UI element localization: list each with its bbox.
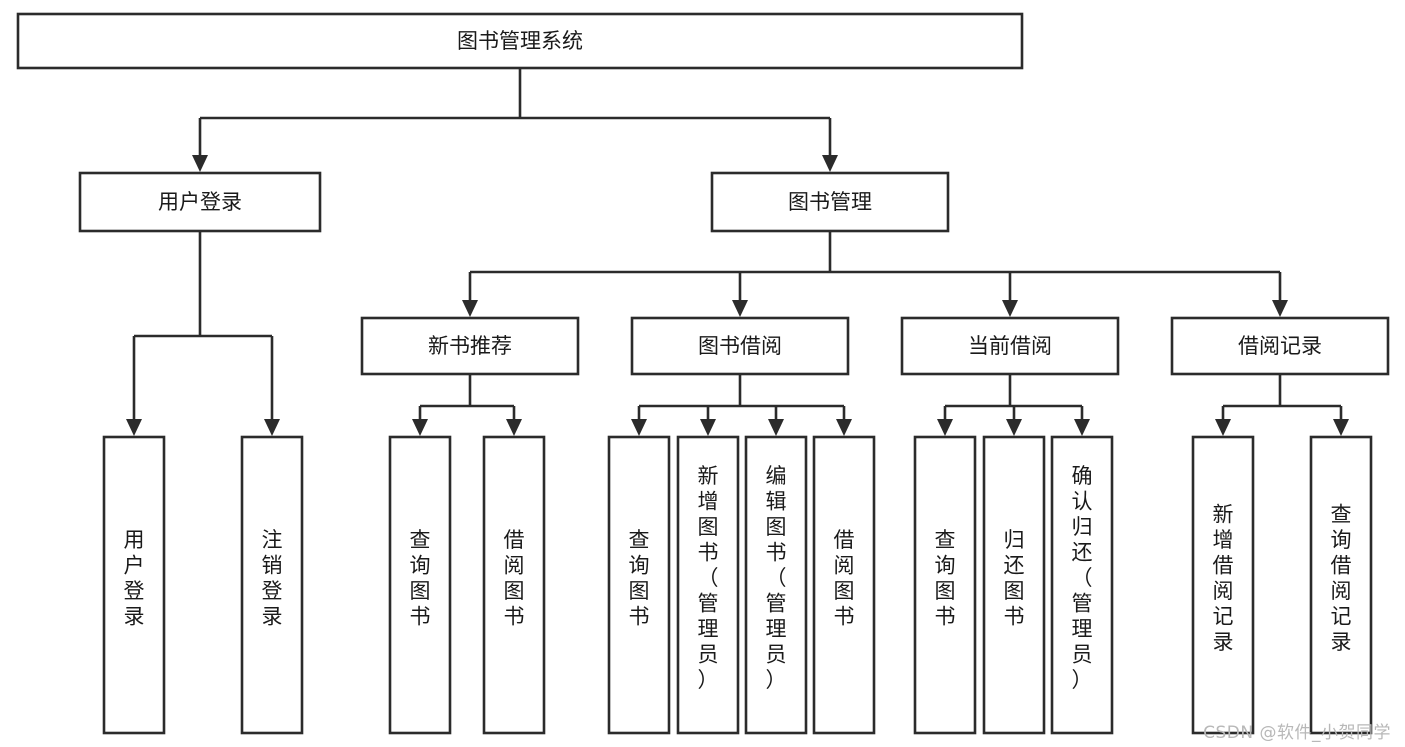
node-new-book-recommend[interactable]: 新书推荐 [360,316,580,376]
node-leaf-query-borrow-record[interactable]: 查询借阅记录 [1309,435,1373,735]
node-label-new-book-recommend: 新书推荐 [428,334,512,358]
node-box-book-borrow [630,316,850,376]
node-borrow-record[interactable]: 借阅记录 [1170,316,1390,376]
arrow-head-icon [126,419,142,436]
arrow-head-icon [1006,419,1022,436]
arrow-head-icon [264,419,280,436]
connector-group-book-manage [462,231,1288,317]
node-label-leaf-logout-login: 注销登录 [262,528,283,629]
node-box-borrow-record [1170,316,1390,376]
node-label-leaf-query-book-borrow: 查询图书 [629,528,650,629]
node-label-borrow-record: 借阅记录 [1238,334,1322,358]
node-box-leaf-user-login [102,435,166,735]
node-boxes: 图书管理系统用户登录图书管理新书推荐图书借阅当前借阅借阅记录用户登录注销登录查询… [16,12,1390,735]
node-box-leaf-borrow-book [812,435,876,735]
node-label-leaf-borrow-book: 借阅图书 [834,528,855,629]
node-label-leaf-edit-book-admin: 编辑图书（管理员） [766,464,787,692]
node-label-leaf-confirm-return-admin: 确认归还（管理员） [1072,464,1093,692]
node-leaf-confirm-return-admin[interactable]: 确认归还（管理员） [1050,435,1114,735]
node-label-leaf-query-book-recommend: 查询图书 [410,528,431,629]
node-leaf-query-book-current[interactable]: 查询图书 [913,435,977,735]
node-leaf-borrow-book-recommend[interactable]: 借阅图书 [482,435,546,735]
node-label-leaf-query-borrow-record: 查询借阅记录 [1331,502,1352,654]
node-box-leaf-logout-login [240,435,304,735]
node-leaf-query-book-recommend[interactable]: 查询图书 [388,435,452,735]
connector-group-root [192,68,838,172]
node-box-user-login [78,171,322,233]
arrow-head-icon [1272,300,1288,317]
node-label-book-manage: 图书管理 [788,190,872,214]
connector-group-new-book-recommend [412,374,522,436]
node-label-root: 图书管理系统 [457,29,583,53]
node-user-login[interactable]: 用户登录 [78,171,322,233]
node-box-root [16,12,1024,70]
connector-group-user-login [126,231,280,436]
node-leaf-add-book-admin[interactable]: 新增图书（管理员） [676,435,740,735]
arrow-head-icon [506,419,522,436]
arrow-head-icon [631,419,647,436]
node-box-leaf-query-book-recommend [388,435,452,735]
connector-group-current-borrow [937,374,1090,436]
node-label-book-borrow: 图书借阅 [698,334,782,358]
node-box-leaf-add-borrow-record [1191,435,1255,735]
node-label-user-login: 用户登录 [158,190,242,214]
node-box-current-borrow [900,316,1120,376]
node-box-book-manage [710,171,950,233]
arrow-head-icon [700,419,716,436]
arrow-head-icon [822,155,838,172]
node-box-leaf-query-book-current [913,435,977,735]
node-label-leaf-query-book-current: 查询图书 [935,528,956,629]
arrow-head-icon [768,419,784,436]
node-box-leaf-edit-book-admin [744,435,808,735]
node-leaf-add-borrow-record[interactable]: 新增借阅记录 [1191,435,1255,735]
node-leaf-borrow-book[interactable]: 借阅图书 [812,435,876,735]
node-leaf-edit-book-admin[interactable]: 编辑图书（管理员） [744,435,808,735]
node-book-manage[interactable]: 图书管理 [710,171,950,233]
node-leaf-logout-login[interactable]: 注销登录 [240,435,304,735]
node-label-current-borrow: 当前借阅 [968,334,1052,358]
node-box-leaf-return-book [982,435,1046,735]
connector-lines [126,68,1349,436]
node-label-leaf-borrow-book-recommend: 借阅图书 [504,528,525,629]
arrow-head-icon [732,300,748,317]
arrow-head-icon [412,419,428,436]
node-label-leaf-add-book-admin: 新增图书（管理员） [698,464,719,692]
arrow-head-icon [462,300,478,317]
arrow-head-icon [1215,419,1231,436]
node-leaf-query-book-borrow[interactable]: 查询图书 [607,435,671,735]
arrow-head-icon [1002,300,1018,317]
node-current-borrow[interactable]: 当前借阅 [900,316,1120,376]
node-label-leaf-return-book: 归还图书 [1004,528,1025,629]
node-box-new-book-recommend [360,316,580,376]
arrow-head-icon [192,155,208,172]
node-leaf-return-book[interactable]: 归还图书 [982,435,1046,735]
node-leaf-user-login[interactable]: 用户登录 [102,435,166,735]
connector-group-book-borrow [631,374,852,436]
node-label-leaf-user-login: 用户登录 [124,528,145,629]
node-box-leaf-borrow-book-recommend [482,435,546,735]
arrow-head-icon [1074,419,1090,436]
node-root[interactable]: 图书管理系统 [16,12,1024,70]
node-box-leaf-add-book-admin [676,435,740,735]
arrow-head-icon [937,419,953,436]
node-book-borrow[interactable]: 图书借阅 [630,316,850,376]
node-box-leaf-confirm-return-admin [1050,435,1114,735]
arrow-head-icon [836,419,852,436]
watermark-label: CSDN @软件_小贺同学 [1203,723,1391,743]
node-label-leaf-add-borrow-record: 新增借阅记录 [1213,502,1234,654]
node-box-leaf-query-book-borrow [607,435,671,735]
arrow-head-icon [1333,419,1349,436]
connector-group-borrow-record [1215,374,1349,436]
node-box-leaf-query-borrow-record [1309,435,1373,735]
